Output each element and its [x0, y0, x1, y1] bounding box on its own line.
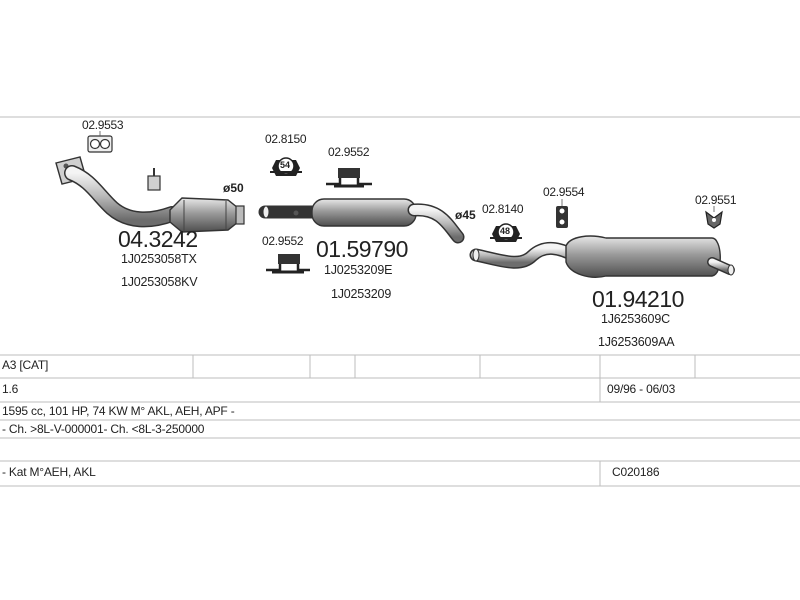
clamp-size-54: 54	[280, 160, 291, 170]
notes: - Kat M°AEH, AKL	[2, 465, 96, 479]
fitting-mount-bracket-2-icon	[266, 254, 310, 274]
chassis-range: - Ch. >8L-V-000001- Ch. <8L-3-250000	[2, 422, 205, 436]
rear-silencer-part	[469, 235, 735, 278]
fitting-label-f2: 02.8150	[265, 132, 307, 146]
fitting-mount-bracket-icon	[326, 168, 372, 188]
diameter-label-d1: ø50	[223, 181, 244, 195]
engine-specs: 1595 cc, 101 HP, 74 KW M° AKL, AEH, APF …	[2, 404, 235, 418]
vehicle-model: A3 [CAT]	[2, 358, 49, 372]
part-number-p3: 01.94210	[592, 286, 684, 312]
fitting-gasket-icon	[87, 135, 113, 153]
part-ref-p1-a: 1J0253058TX	[121, 252, 197, 266]
info-table-lines	[0, 354, 800, 487]
part-number-p2: 01.59790	[316, 236, 408, 262]
part-ref-p3-a: 1J6253609C	[601, 312, 670, 326]
front-pipe-catalyst-part	[55, 156, 245, 233]
fitting-label-f3: 02.9552	[328, 145, 370, 159]
diameter-label-d2: ø45	[455, 208, 476, 222]
part-ref-p3-b: 1J6253609AA	[598, 335, 675, 349]
production-years: 09/96 - 06/03	[607, 382, 676, 396]
clamp-size-48: 48	[500, 226, 511, 236]
fitting-label-f6: 02.9554	[543, 185, 585, 199]
leader-lines	[99, 131, 715, 212]
fitting-label-f1: 02.9553	[82, 118, 124, 132]
fitting-hanger-icon	[556, 206, 568, 228]
part-ref-p2-b: 1J0253209	[331, 287, 392, 301]
fitting-label-f5: 02.8140	[482, 202, 524, 216]
part-ref-p2-a: 1J0253209E	[324, 263, 393, 277]
middle-silencer-part	[258, 198, 465, 244]
fitting-clamp-48-icon	[490, 223, 522, 242]
fitting-clamp-54-icon	[270, 157, 302, 176]
part-number-p1: 04.3242	[118, 226, 198, 252]
catalog-code: C020186	[612, 465, 660, 479]
fitting-label-f4: 02.9552	[262, 234, 304, 248]
part-ref-p1-b: 1J0253058KV	[121, 275, 198, 289]
fitting-label-f7: 02.9551	[695, 193, 737, 207]
engine-size: 1.6	[2, 382, 19, 396]
fitting-rubber-mount-icon	[705, 210, 723, 229]
